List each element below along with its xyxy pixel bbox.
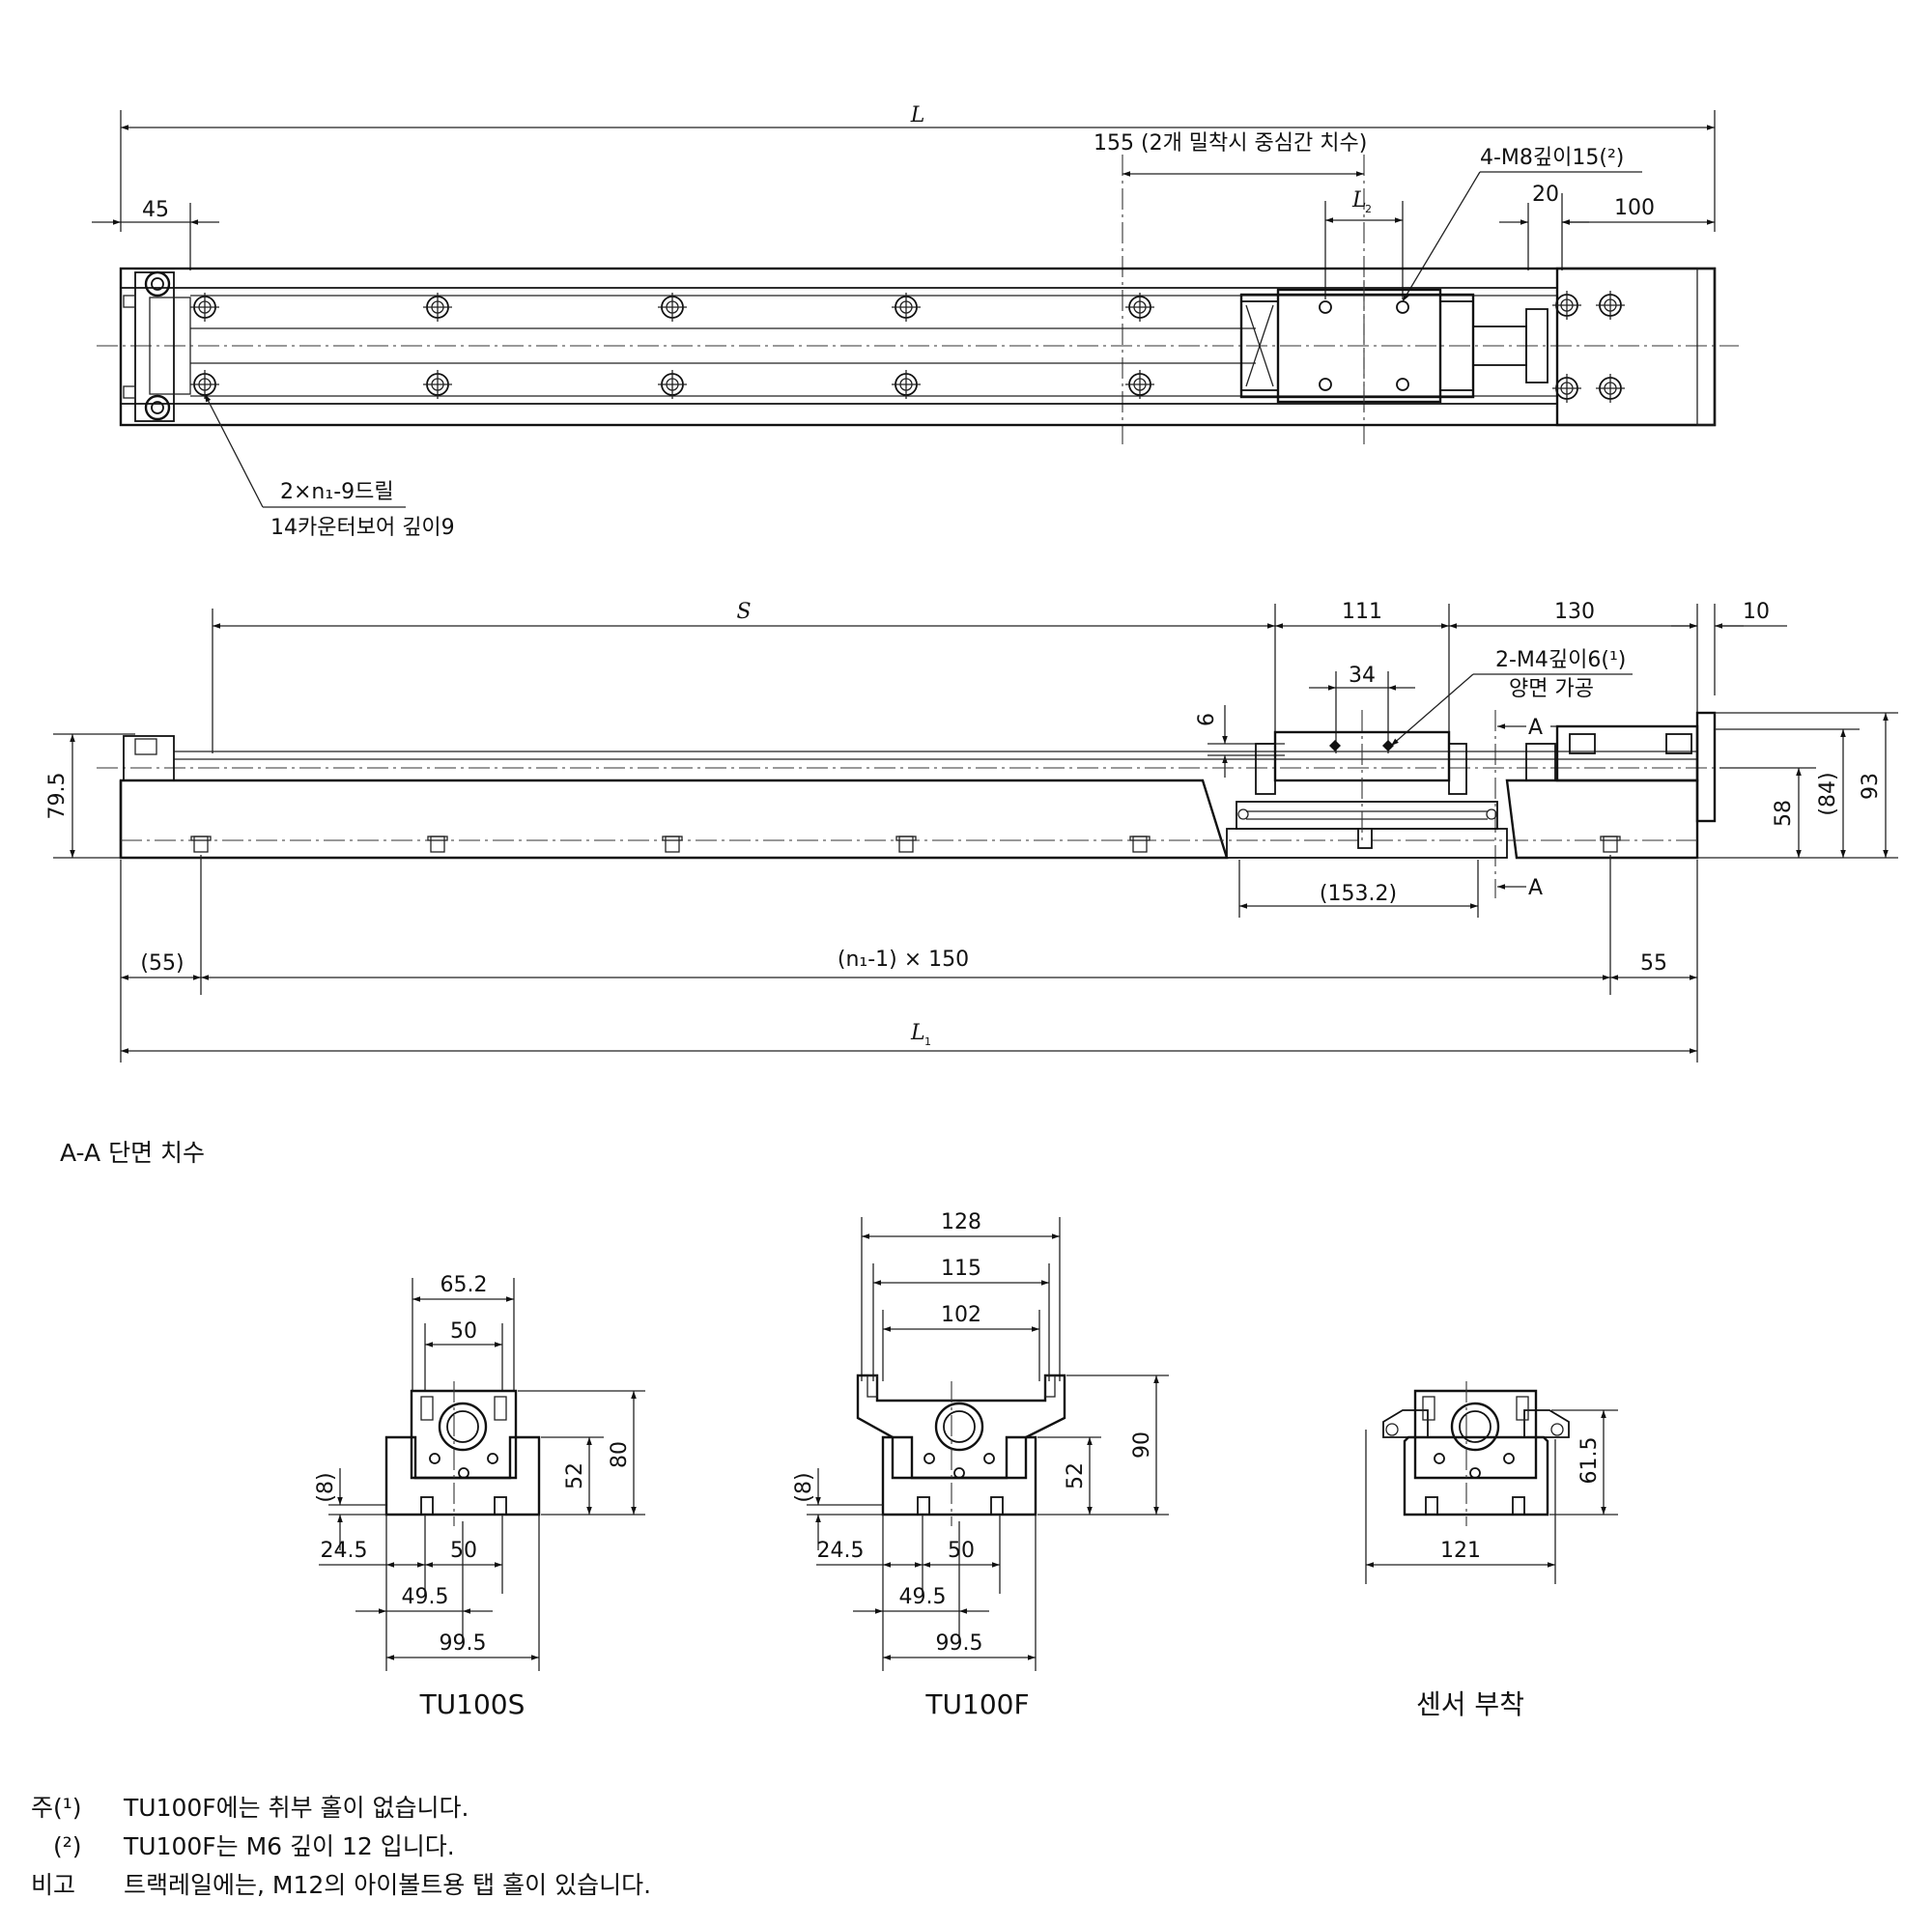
tu100f-99-5: 99.5 bbox=[936, 1631, 983, 1656]
sensor-61-5: 61.5 bbox=[1577, 1437, 1602, 1485]
notes: 주(¹) TU100F에는 취부 홀이 없습니다. (²) TU100F는 M6… bbox=[31, 1794, 651, 1899]
sensor-label: 센서 부착 bbox=[1416, 1688, 1524, 1720]
dim-L1: L bbox=[910, 1021, 925, 1045]
dim-L: L bbox=[910, 103, 925, 128]
dim-58: 58 bbox=[1772, 800, 1796, 827]
dim-55-right: 55 bbox=[1640, 951, 1667, 976]
drill-note-1: 2×n₁-9드릴 bbox=[280, 480, 394, 504]
tu100s-52: 52 bbox=[563, 1462, 587, 1489]
tu100f-24-5: 24.5 bbox=[817, 1539, 865, 1563]
tu100f-128: 128 bbox=[941, 1210, 981, 1234]
tu100s-50-top: 50 bbox=[450, 1319, 477, 1344]
side-view: S 111 130 10 34 2-M4깊이6(¹) 양면 가공 6 A A bbox=[45, 600, 1898, 1063]
dim-L2-sub: 2 bbox=[1365, 203, 1372, 215]
note-3-prefix: 비고 bbox=[31, 1871, 75, 1899]
section-A-bottom: A bbox=[1528, 876, 1543, 900]
tu100f-label: TU100F bbox=[924, 1688, 1029, 1720]
dim-pitch-150: (n₁-1) × 150 bbox=[838, 948, 969, 972]
dim-155-pitch: 155 (2개 밀착시 중심간 치수) bbox=[1094, 131, 1367, 156]
section-sensor: 61.5 121 센서 부착 bbox=[1365, 1381, 1618, 1720]
dim-34: 34 bbox=[1349, 664, 1376, 688]
dim-S: S bbox=[736, 600, 751, 624]
dim-111: 111 bbox=[1342, 600, 1382, 624]
tu100s-99-5: 99.5 bbox=[440, 1631, 487, 1656]
dim-79-5: 79.5 bbox=[45, 773, 70, 820]
dim-L1-sub: 1 bbox=[924, 1035, 931, 1048]
section-tu100s: 65.2 50 52 80 (8) bbox=[314, 1273, 645, 1720]
section-tu100f: 128 115 102 52 90 (8) bbox=[792, 1210, 1169, 1720]
tu100f-52: 52 bbox=[1064, 1462, 1088, 1489]
dim-93: 93 bbox=[1859, 773, 1883, 800]
tap-note-m4-2: 양면 가공 bbox=[1509, 677, 1594, 701]
note-1-text: TU100F에는 취부 홀이 없습니다. bbox=[123, 1794, 469, 1822]
note-3-text: 트랙레일에는, M12의 아이볼트용 탭 홀이 있습니다. bbox=[124, 1871, 651, 1899]
tu100s-8: (8) bbox=[314, 1472, 338, 1502]
top-view: L 45 155 (2개 밀착시 중심간 치수) L 2 4-M8깊이15(²)… bbox=[92, 103, 1739, 540]
tu100f-102: 102 bbox=[941, 1303, 981, 1327]
dim-6: 6 bbox=[1195, 713, 1219, 726]
tap-note-m4-1: 2-M4깊이6(¹) bbox=[1495, 648, 1626, 672]
note-2-text: TU100F는 M6 깊이 12 입니다. bbox=[123, 1832, 455, 1860]
section-A-top: A bbox=[1528, 716, 1543, 740]
sensor-121: 121 bbox=[1440, 1539, 1481, 1563]
dim-L2: L bbox=[1351, 188, 1367, 213]
note-2-prefix: (²) bbox=[53, 1832, 82, 1860]
drill-note-2: 14카운터보어 깊이9 bbox=[270, 516, 455, 540]
tap-note-m8: 4-M8깊이15(²) bbox=[1480, 146, 1624, 170]
dim-84: (84) bbox=[1816, 772, 1840, 815]
tu100s-label: TU100S bbox=[419, 1688, 526, 1720]
tu100s-80: 80 bbox=[608, 1441, 632, 1468]
section-heading: A-A 단면 치수 bbox=[60, 1139, 205, 1167]
tu100f-115: 115 bbox=[941, 1257, 981, 1281]
dim-45: 45 bbox=[142, 198, 169, 222]
dim-153-2: (153.2) bbox=[1320, 882, 1397, 906]
tu100s-24-5: 24.5 bbox=[321, 1539, 368, 1563]
note-1-prefix: 주(¹) bbox=[31, 1794, 82, 1822]
tu100f-8: (8) bbox=[792, 1472, 816, 1502]
dim-55-left: (55) bbox=[140, 951, 184, 976]
tu100s-50-bottom: 50 bbox=[450, 1539, 477, 1563]
dim-100: 100 bbox=[1614, 196, 1655, 220]
tu100f-49-5: 49.5 bbox=[899, 1585, 947, 1609]
tu100f-50: 50 bbox=[948, 1539, 975, 1563]
tu100f-90: 90 bbox=[1130, 1431, 1154, 1459]
dim-10: 10 bbox=[1743, 600, 1770, 624]
dim-130: 130 bbox=[1554, 600, 1595, 624]
tu100s-65-2: 65.2 bbox=[440, 1273, 488, 1297]
tu100s-49-5: 49.5 bbox=[402, 1585, 449, 1609]
dim-20: 20 bbox=[1532, 183, 1559, 207]
